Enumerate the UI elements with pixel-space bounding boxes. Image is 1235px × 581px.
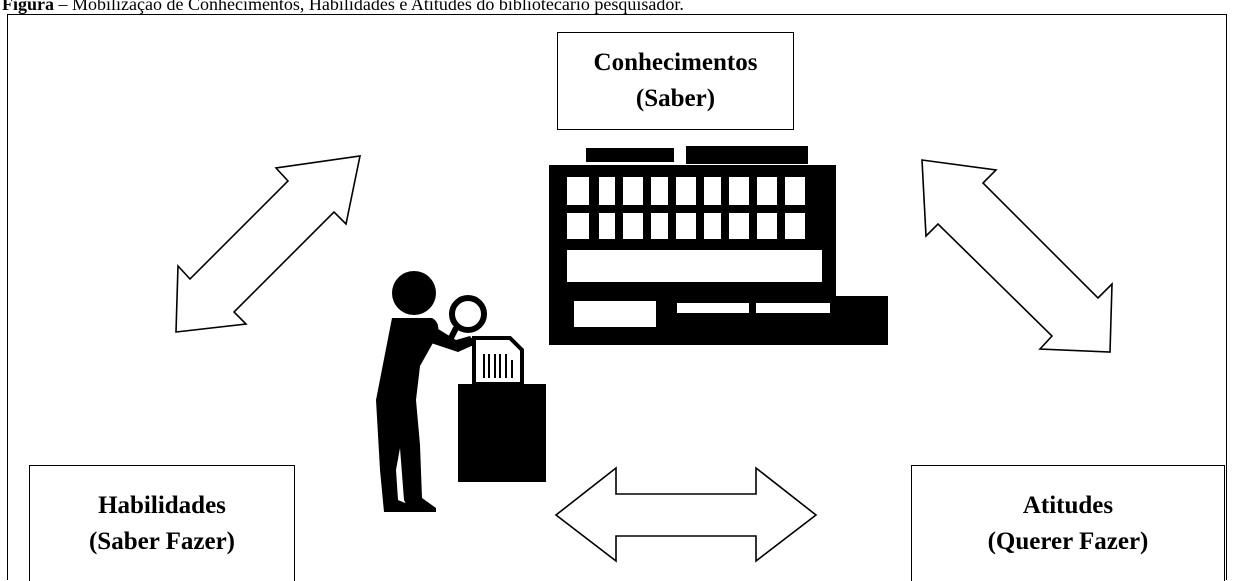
skills-subtitle: (Saber Fazer) [88, 527, 235, 555]
attitudes-title: Atitudes [1022, 491, 1114, 519]
knowledge-title: Conhecimentos [593, 49, 758, 76]
attitudes-box: Atitudes (Querer Fazer) [911, 465, 1225, 581]
attitudes-subtitle: (Querer Fazer) [987, 527, 1149, 555]
skills-title: Habilidades [98, 491, 226, 519]
researcher-with-magnifier-icon [376, 271, 487, 512]
arrow-knowledge-attitudes [921, 159, 1113, 353]
diagram-frame [7, 14, 1227, 580]
knowledge-box: Conhecimentos (Saber) [557, 32, 794, 130]
knowledge-subtitle: (Saber) [635, 85, 716, 112]
document-barcode-icon [458, 336, 546, 482]
figure-caption: Figura – Mobilização de Conhecimentos, H… [2, 0, 684, 15]
skills-box: Habilidades (Saber Fazer) [29, 465, 295, 581]
arrow-skills-attitudes [554, 466, 818, 563]
library-building-icon [549, 146, 888, 345]
caption-text: – Mobilização de Conhecimentos, Habilida… [58, 0, 684, 14]
caption-label: Figura [2, 0, 54, 14]
arrow-skills-knowledge [175, 155, 362, 333]
